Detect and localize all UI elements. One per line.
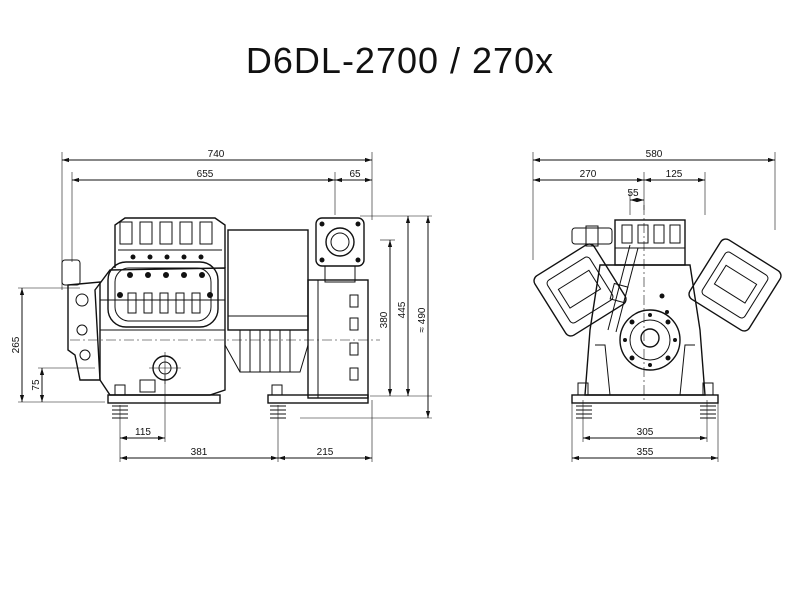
dim-265: 265 [11,336,22,353]
compressor-side-body [61,217,369,419]
dim-65: 65 [349,169,361,180]
dim-215: 215 [317,447,334,458]
dim-115: 115 [135,427,151,438]
dim-380: 380 [379,311,390,328]
dim-305: 305 [637,427,654,438]
front-view: 580 270 125 55 305 355 [532,149,782,462]
dim-580: 580 [646,149,663,160]
dim-490: ≈ 490 [417,307,428,332]
compressor-front-body [533,219,782,419]
side-view: 740 655 65 380 445 ≈ 490 265 75 115 [11,149,432,462]
dim-55: 55 [627,188,639,199]
dim-740: 740 [208,149,225,160]
dim-355: 355 [637,447,654,458]
page-title: D6DL-2700 / 270x [245,40,555,81]
dim-445: 445 [397,301,408,318]
dim-125: 125 [666,169,683,180]
dim-75: 75 [31,379,42,391]
dim-655: 655 [197,169,214,180]
dim-381: 381 [191,447,208,458]
dim-270: 270 [580,169,597,180]
